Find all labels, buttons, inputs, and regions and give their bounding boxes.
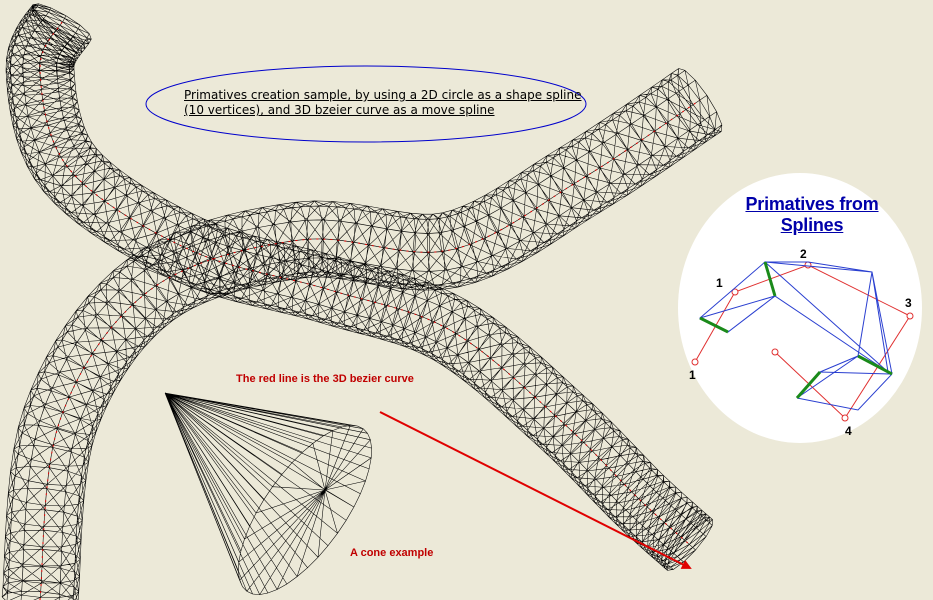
caption-text: Primatives creation sample, by using a 2… bbox=[184, 88, 582, 117]
shape-section-2 bbox=[857, 354, 893, 376]
control-point-3 bbox=[906, 312, 914, 320]
inset-title: Primatives from Splines bbox=[745, 194, 879, 235]
point-label-1: 1 bbox=[716, 276, 723, 290]
control-point-4 bbox=[841, 414, 849, 422]
point-label-start: 1 bbox=[689, 368, 696, 382]
cone-wireframe bbox=[164, 392, 372, 595]
pointer-arrow bbox=[379, 411, 692, 569]
control-point-2 bbox=[804, 261, 812, 269]
spline-diagram bbox=[691, 261, 914, 422]
shape-section-3 bbox=[795, 371, 822, 399]
bezier-note: The red line is the 3D bezier curve bbox=[236, 373, 414, 385]
bezier-curve-dots bbox=[39, 21, 701, 600]
tube-wireframe-crossing bbox=[1, 68, 723, 600]
shape-section-0 bbox=[699, 316, 729, 334]
point-label-2: 2 bbox=[800, 247, 807, 261]
point-label-3: 3 bbox=[905, 296, 912, 310]
cone-note: A cone example bbox=[350, 547, 434, 559]
control-point-5 bbox=[771, 348, 779, 356]
point-label-4: 4 bbox=[845, 424, 852, 438]
caption-ellipse bbox=[145, 65, 587, 143]
shape-section-1 bbox=[763, 261, 777, 297]
control-point-1 bbox=[731, 288, 739, 296]
spline-inset-panel bbox=[678, 173, 922, 443]
control-point-0 bbox=[691, 358, 699, 366]
inset-background bbox=[678, 173, 922, 443]
